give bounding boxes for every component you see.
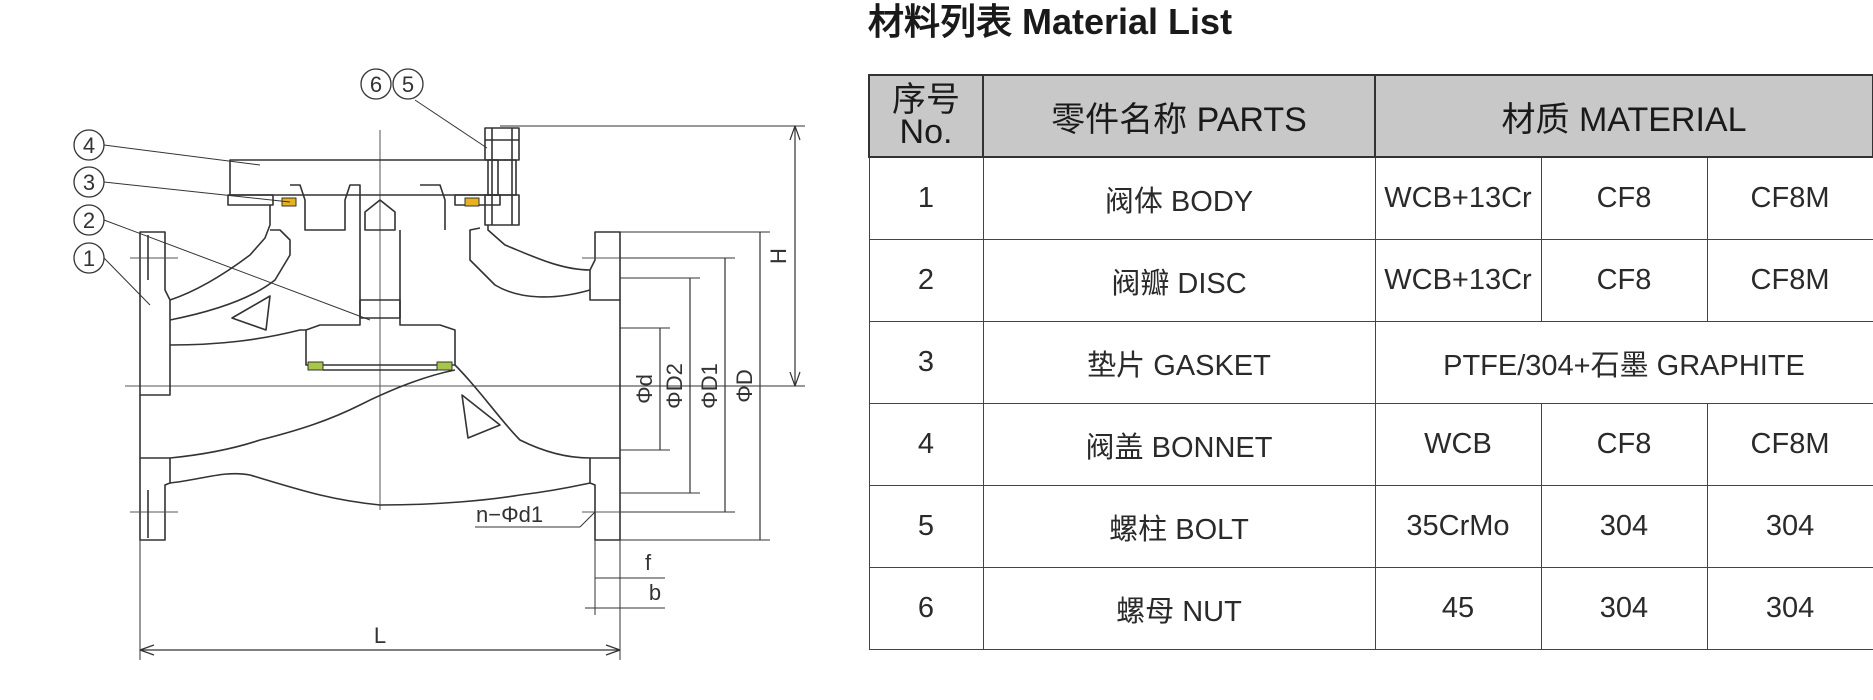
callout-2: 2 [83, 208, 95, 233]
gasket-right [464, 197, 480, 207]
header-no-zh: 序号 [892, 81, 960, 119]
callout-5: 5 [402, 72, 414, 97]
row-part: 阀体 BODY [982, 156, 1376, 240]
row-material-2: CF8 [1540, 239, 1708, 322]
row-no: 3 [868, 321, 984, 404]
body-left-flange [139, 231, 171, 396]
header-no: 序号 No. [868, 74, 984, 158]
left-triangle-opening [231, 295, 271, 331]
row-no: 4 [868, 403, 984, 486]
row-material-3: CF8M [1706, 403, 1873, 486]
dim-L: L [374, 623, 386, 648]
header-material: 材质 MATERIAL [1373, 74, 1873, 158]
right-triangle-opening [461, 394, 501, 439]
table-header-row: 序号 No. 零件名称 PARTS 材质 MATERIAL [868, 74, 1873, 158]
table-row: 3 垫片 GASKET PTFE/304+石墨 GRAPHITE [868, 321, 1873, 404]
nut-bottom [484, 194, 520, 226]
callout-3-circle [73, 166, 105, 198]
dim-d: Φd [632, 374, 657, 404]
callout-5-circle [392, 68, 424, 100]
table-row: 2 阀瓣 DISC WCB+13Cr CF8 CF8M [868, 239, 1873, 322]
dim-b: b [649, 580, 661, 605]
row-material-3: CF8M [1706, 156, 1873, 240]
body-right-flange [589, 231, 621, 301]
callout-4: 4 [83, 133, 95, 158]
callout-2-circle [73, 204, 105, 236]
callout-6-circle [360, 68, 392, 100]
row-material-1: WCB+13Cr [1374, 156, 1542, 240]
table-row: 6 螺母 NUT 45 304 304 [868, 567, 1873, 650]
seat-ring-left [307, 361, 324, 371]
header-parts: 零件名称 PARTS [982, 74, 1376, 158]
row-no: 2 [868, 239, 984, 322]
row-part: 阀瓣 DISC [982, 239, 1376, 322]
row-part: 螺柱 BOLT [982, 485, 1376, 568]
row-material-2: CF8 [1540, 156, 1708, 240]
callout-3: 3 [83, 170, 95, 195]
row-material-1: 45 [1374, 567, 1542, 650]
dim-H: H [766, 248, 791, 264]
row-material-2: CF8 [1540, 403, 1708, 486]
table-row: 1 阀体 BODY WCB+13Cr CF8 CF8M [868, 156, 1873, 240]
body-partition [169, 329, 306, 346]
row-part: 螺母 NUT [982, 567, 1376, 650]
bonnet-plate [229, 159, 499, 196]
callout-1-circle [73, 242, 105, 274]
row-material-1: WCB+13Cr [1374, 239, 1542, 322]
table-row: 4 阀盖 BONNET WCB CF8 CF8M [868, 403, 1873, 486]
row-no: 1 [868, 156, 984, 240]
row-material-2: 304 [1540, 567, 1708, 650]
material-table: 序号 No. 零件名称 PARTS 材质 MATERIAL 1 阀体 BODY … [868, 74, 1873, 650]
valve-section-drawing: 1 2 3 4 6 5 H ΦD ΦD1 ΦD2 Φd L f b n−Φd1 [73, 68, 805, 660]
disc [305, 299, 456, 366]
callout-4-circle [73, 129, 105, 161]
row-material-2: 304 [1540, 485, 1708, 568]
row-material-1: 35CrMo [1374, 485, 1542, 568]
row-material-1: WCB [1374, 403, 1542, 486]
nut-top [484, 127, 520, 161]
dim-bolt-holes: n−Φd1 [476, 502, 543, 527]
table-row: 5 螺柱 BOLT 35CrMo 304 304 [868, 485, 1873, 568]
row-material-3: 304 [1706, 485, 1873, 568]
dim-f: f [645, 550, 652, 575]
row-material-merged: PTFE/304+石墨 GRAPHITE [1374, 321, 1873, 404]
dim-D2: ΦD2 [662, 363, 687, 409]
row-part: 阀盖 BONNET [982, 403, 1376, 486]
header-no-en: No. [899, 113, 953, 151]
row-material-3: CF8M [1706, 239, 1873, 322]
row-part: 垫片 GASKET [982, 321, 1376, 404]
page-title: 材料列表 Material List [868, 1, 1233, 42]
dim-D1: ΦD1 [697, 363, 722, 409]
row-no: 6 [868, 567, 984, 650]
seat-ring-right [436, 361, 453, 371]
callout-6: 6 [370, 72, 382, 97]
callout-1: 1 [83, 246, 95, 271]
row-material-3: 304 [1706, 567, 1873, 650]
row-no: 5 [868, 485, 984, 568]
dim-D: ΦD [732, 369, 757, 402]
